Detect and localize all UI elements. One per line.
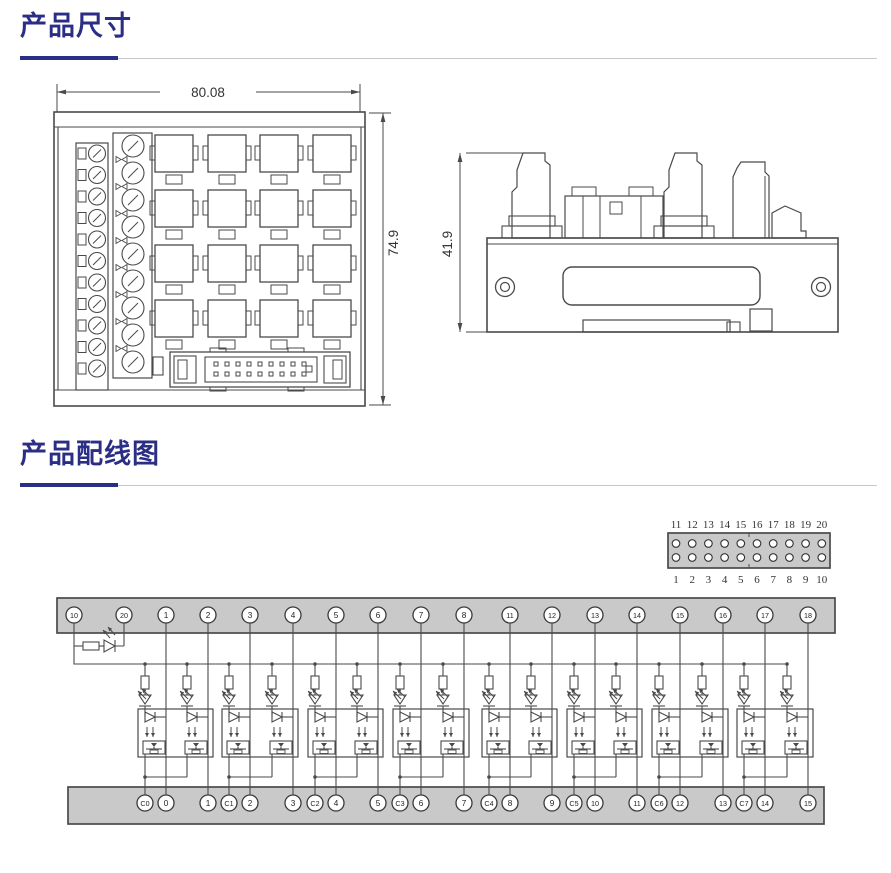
side-view-drawing: 41.9: [440, 152, 839, 333]
svg-text:17: 17: [761, 611, 769, 620]
idc-pin-number-top: 16: [752, 519, 764, 531]
optocoupler-pair-box: [137, 708, 214, 758]
optocoupler-pair-box: [736, 708, 814, 758]
idc-pin-number-top: 12: [687, 519, 698, 531]
optocoupler-pair-box: [481, 708, 558, 758]
svg-text:0: 0: [164, 799, 169, 808]
svg-text:15: 15: [676, 611, 684, 620]
rule-gray-segment: [118, 484, 877, 487]
section-rule-dimensions: [20, 56, 877, 61]
svg-text:11: 11: [506, 611, 513, 620]
svg-text:20: 20: [120, 611, 128, 620]
svg-text:12: 12: [548, 611, 556, 620]
rule-accent-segment: [20, 483, 118, 487]
front-height-dim: 74.9: [386, 230, 401, 256]
svg-text:10: 10: [591, 799, 599, 808]
idc-pin-number-bottom: 6: [754, 574, 760, 586]
idc-pin-number-bottom: 2: [689, 574, 695, 586]
svg-text:5: 5: [334, 611, 339, 620]
svg-text:9: 9: [550, 799, 555, 808]
svg-text:3: 3: [291, 799, 296, 808]
idc-pin-number-bottom: 9: [803, 574, 809, 586]
svg-text:6: 6: [419, 799, 424, 808]
idc-pin-number-bottom: 7: [770, 574, 776, 586]
svg-text:12: 12: [676, 799, 684, 808]
idc-pin-number-bottom: 1: [673, 574, 679, 586]
idc-pin-number-bottom: 5: [738, 574, 744, 586]
svg-text:C0: C0: [140, 799, 149, 808]
svg-text:2: 2: [248, 799, 253, 808]
side-body-outline: [486, 152, 839, 333]
idc-pin-number-bottom: 4: [722, 574, 728, 586]
svg-text:C1: C1: [224, 799, 233, 808]
svg-text:14: 14: [633, 611, 641, 620]
front-view-drawing: 80.08 74.9: [53, 84, 401, 407]
idc-pin-number-bottom: 8: [787, 574, 793, 586]
front-width-dim: 80.08: [191, 85, 225, 100]
svg-text:3: 3: [248, 611, 253, 620]
idc-pin-number-top: 17: [768, 519, 780, 531]
idc-pin-number-top: 20: [816, 519, 828, 531]
svg-text:C5: C5: [569, 799, 578, 808]
svg-text:13: 13: [719, 799, 727, 808]
svg-text:16: 16: [719, 611, 727, 620]
idc-pin-number-top: 15: [735, 519, 747, 531]
idc-pin-number-top: 19: [800, 519, 812, 531]
svg-text:8: 8: [508, 799, 513, 808]
svg-text:5: 5: [376, 799, 381, 808]
svg-text:C4: C4: [484, 799, 493, 808]
svg-text:C7: C7: [739, 799, 748, 808]
svg-text:C3: C3: [395, 799, 404, 808]
section-title-wiring: 产品配线图: [20, 439, 160, 469]
optocoupler-pair-box: [221, 708, 299, 758]
idc-pin-number-top: 14: [719, 519, 731, 531]
circuit: [73, 623, 814, 795]
svg-text:14: 14: [761, 799, 769, 808]
optocoupler-pair-box: [651, 708, 729, 758]
svg-text:18: 18: [804, 611, 812, 620]
idc-pin-number-top: 13: [703, 519, 715, 531]
optocoupler-pair-box: [566, 708, 643, 758]
rule-gray-segment: [118, 57, 877, 60]
bottom-terminal-bar: C0 0 1 C1 2 3 C2 4 5 C3 6 7 C4 8 9 C5 10 11 C6 12 13 C7 14 15: [67, 786, 825, 825]
svg-text:1: 1: [164, 611, 169, 620]
front-body-outline: [53, 111, 366, 407]
side-height-dim: 41.9: [440, 231, 455, 257]
idc-pin-number-top: 18: [784, 519, 796, 531]
svg-text:7: 7: [419, 611, 424, 620]
svg-text:4: 4: [334, 799, 339, 808]
svg-text:2: 2: [206, 611, 211, 620]
svg-text:15: 15: [804, 799, 812, 808]
svg-text:C6: C6: [654, 799, 663, 808]
svg-text:1: 1: [206, 799, 211, 808]
svg-text:10: 10: [70, 611, 78, 620]
svg-text:6: 6: [376, 611, 381, 620]
svg-text:8: 8: [462, 611, 467, 620]
svg-text:4: 4: [291, 611, 296, 620]
svg-text:C2: C2: [310, 799, 319, 808]
idc-pin-number-top: 11: [671, 519, 682, 531]
rule-accent-segment: [20, 56, 118, 60]
optocoupler-pair-box: [392, 708, 470, 758]
section-rule-wiring: [20, 483, 877, 488]
optocoupler-pair-box: [307, 708, 384, 758]
svg-text:7: 7: [462, 799, 467, 808]
idc-pin-number-bottom: 10: [816, 574, 828, 586]
section-title-dimensions: 产品尺寸: [20, 11, 132, 41]
idc-pin-number-bottom: 3: [706, 574, 712, 586]
front-body-detail: [77, 134, 357, 378]
svg-text:13: 13: [591, 611, 599, 620]
svg-text:11: 11: [633, 799, 640, 808]
